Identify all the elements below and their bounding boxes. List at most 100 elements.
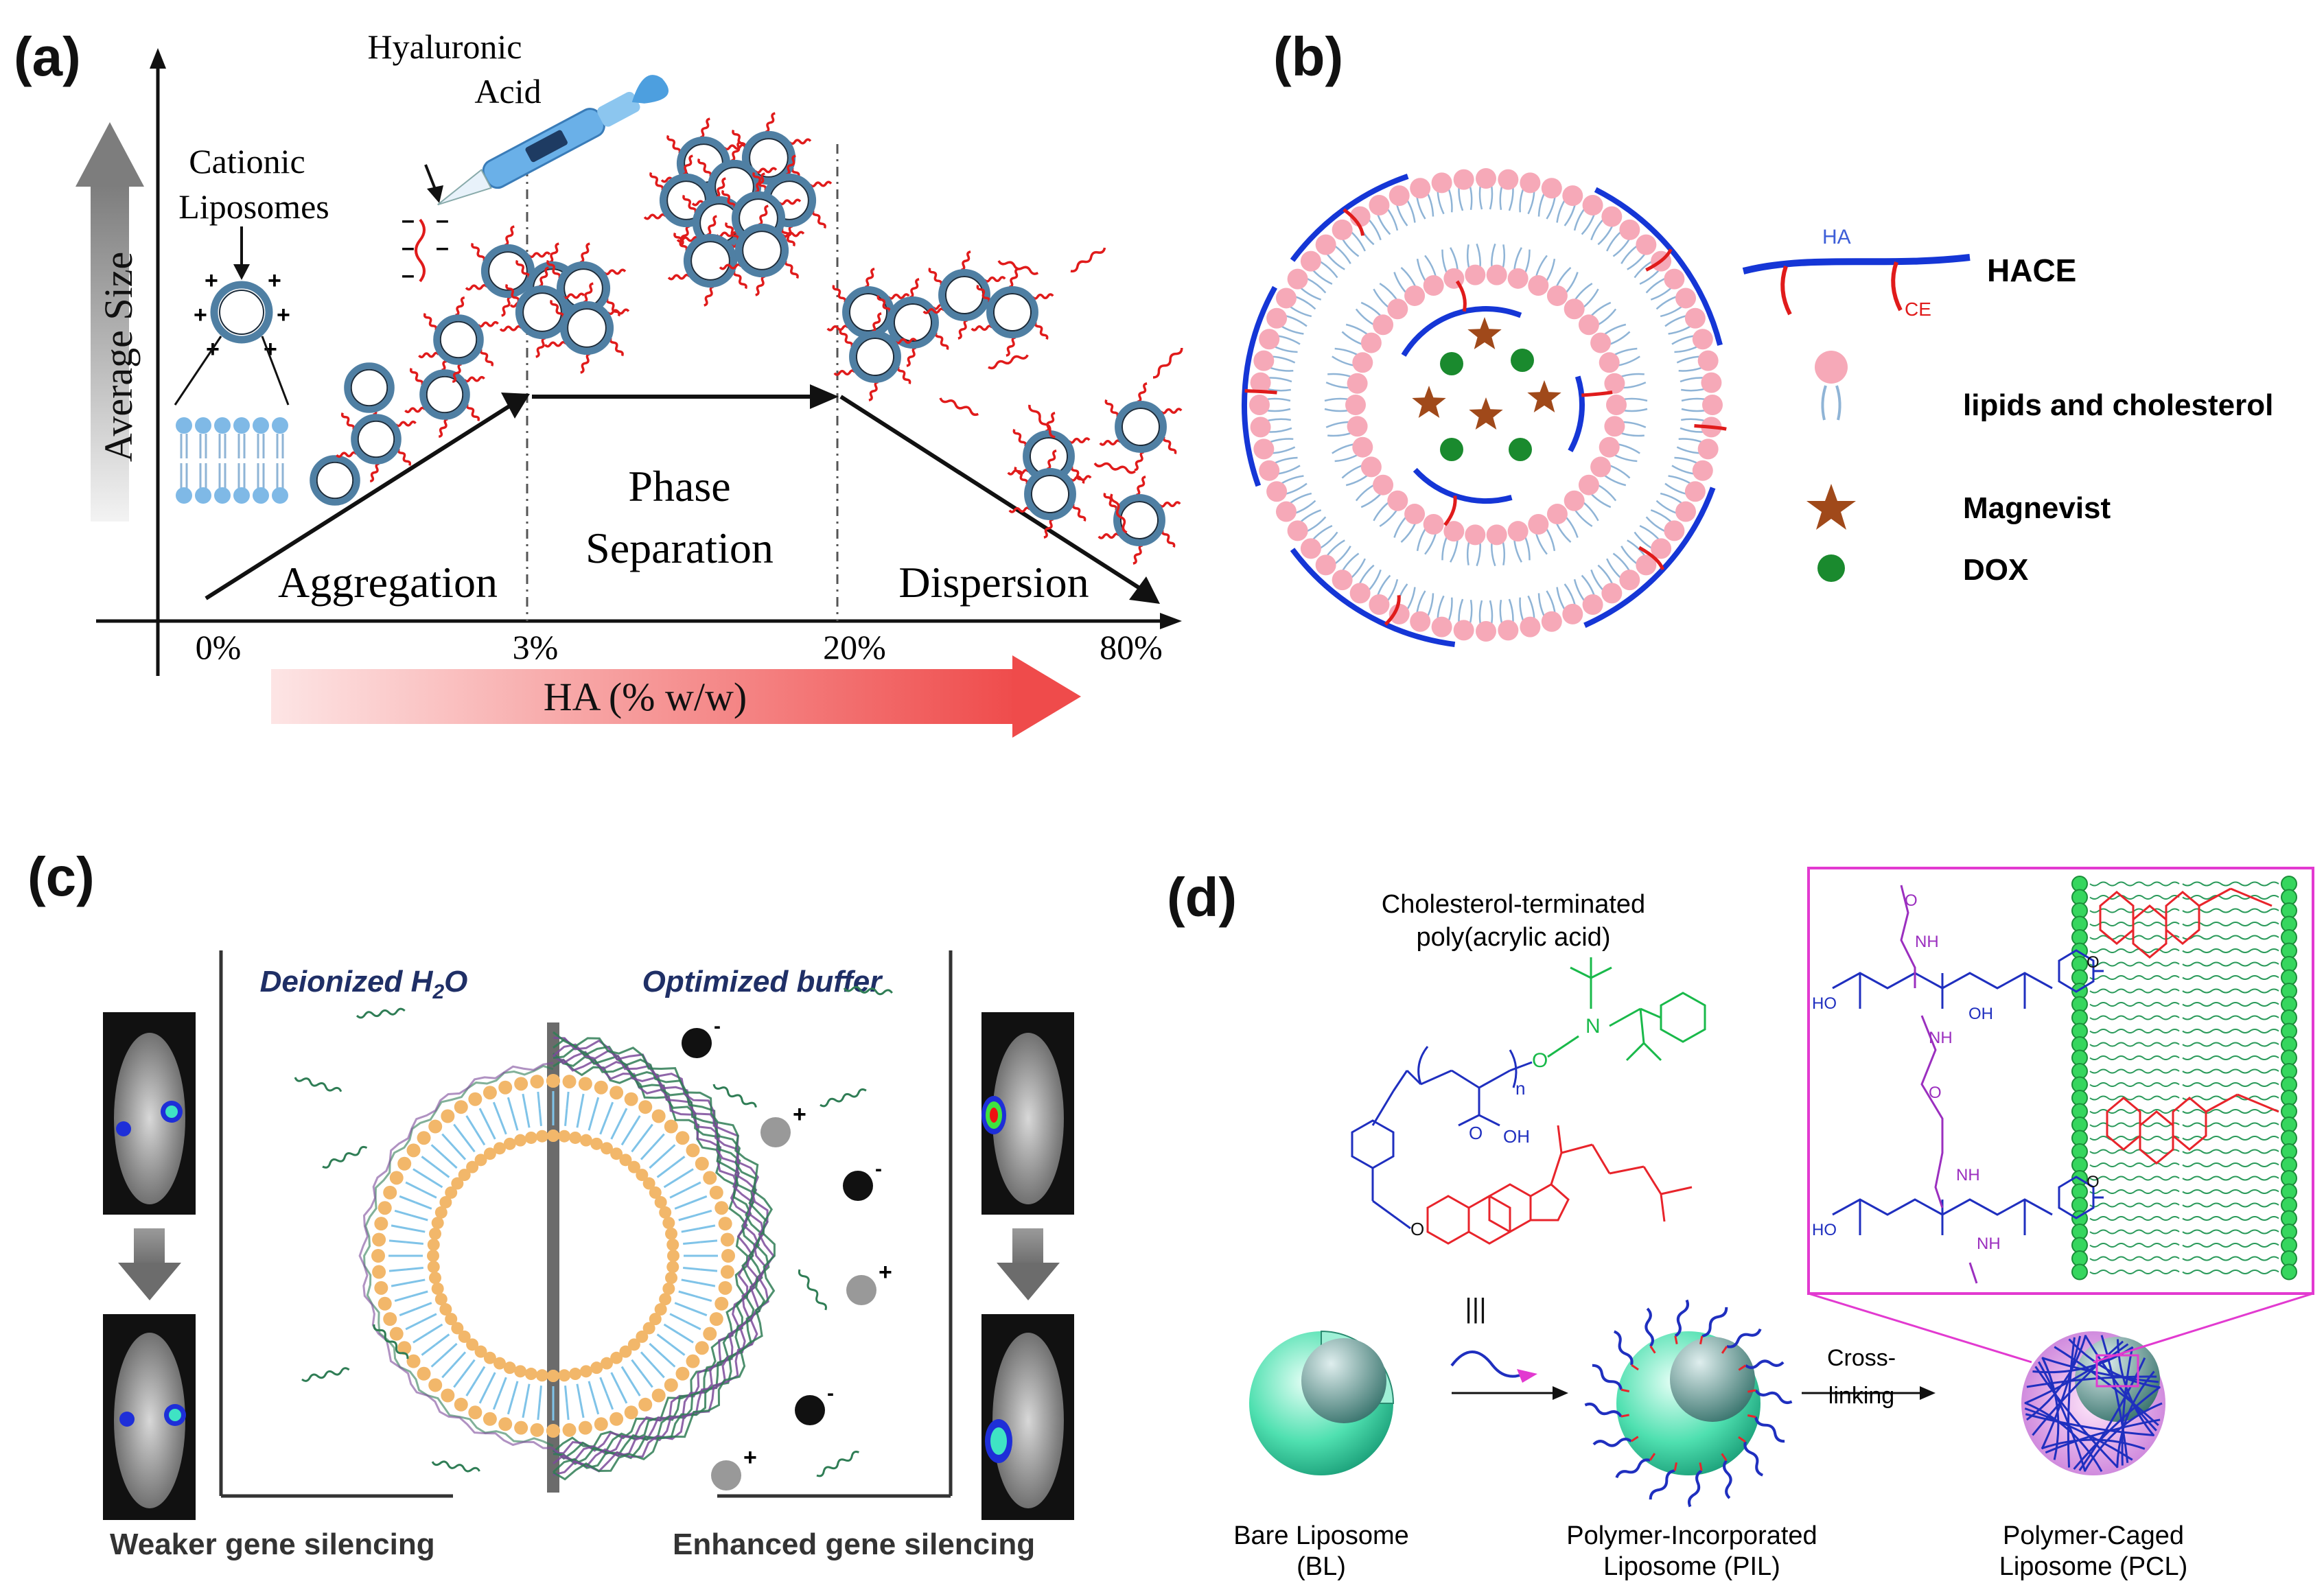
svg-text:OH: OH xyxy=(1503,1126,1530,1147)
crosslinking-1: Cross- xyxy=(1827,1345,1896,1371)
mouse-image-icon xyxy=(981,1012,1074,1215)
panel-a: (a) Average Size 0% 3% 20% 80% xyxy=(14,26,1183,738)
free-ha-chains: – – – – – xyxy=(402,207,449,288)
left-condition-title: Deionized H2O xyxy=(260,965,468,1003)
svg-text:-: - xyxy=(875,1158,882,1180)
svg-text:+: + xyxy=(194,302,207,328)
legend-ha-small: HA xyxy=(1822,226,1851,248)
svg-text:O: O xyxy=(1410,1219,1424,1239)
svg-text:N: N xyxy=(1585,1015,1601,1038)
cationic-label-2: Liposomes xyxy=(178,187,329,226)
legend-magnevist: Magnevist xyxy=(1963,491,2111,525)
panel-b-label: (b) xyxy=(1273,26,1343,87)
svg-text:+: + xyxy=(793,1101,806,1127)
svg-text:HO: HO xyxy=(1812,994,1837,1013)
legend-ce-small: CE xyxy=(1905,299,1931,320)
down-arrow-icon xyxy=(997,1228,1060,1300)
phase-dispersion: Dispersion xyxy=(898,558,1089,607)
x-axis-title: HA (% w/w) xyxy=(544,675,747,719)
ha-gradient-arrow-icon xyxy=(271,655,1081,738)
legend-dox: DOX xyxy=(1963,553,2028,587)
equivalence-mark: ||| xyxy=(1465,1294,1486,1324)
magnevist-legend-icon xyxy=(1806,484,1856,530)
lipid-legend-icon xyxy=(1815,351,1848,421)
x-tick-3: 80% xyxy=(1100,628,1163,666)
svg-text:+: + xyxy=(277,302,290,328)
x-tick-2: 20% xyxy=(823,628,886,666)
svg-text:–: – xyxy=(402,235,415,261)
panel-d: (d) Cholesterol-terminated poly(acrylic … xyxy=(1167,867,2314,1581)
svg-text:HO: HO xyxy=(1812,1221,1837,1239)
chem-title-2: poly(acrylic acid) xyxy=(1417,923,1611,952)
chemical-structure: N O n O OH O xyxy=(1351,957,1706,1245)
svg-text:O: O xyxy=(1469,1123,1483,1143)
svg-text:–: – xyxy=(402,262,415,288)
svg-text:–: – xyxy=(436,235,449,261)
phase-separation-line2: Separation xyxy=(585,524,774,572)
magnified-box: HO OH HO NH NH NH NH O O O O xyxy=(1807,867,2314,1388)
panel-d-label: (d) xyxy=(1167,867,1237,928)
polymer-caged-liposome-sphere-icon xyxy=(2021,1331,2165,1475)
cationic-liposome-icon: + + + + + + xyxy=(174,268,290,406)
cationic-label-1: Cationic xyxy=(189,142,305,180)
ha-label-1: Hyaluronic xyxy=(368,27,522,66)
svg-text:–: – xyxy=(402,207,415,233)
svg-text:OH: OH xyxy=(1968,1005,1993,1023)
polymer-incorporated-liposome-sphere-icon xyxy=(1584,1299,1793,1508)
ions: - + - + - + xyxy=(682,1015,892,1490)
svg-text:NH: NH xyxy=(1977,1235,2001,1253)
x-tick-1: 3% xyxy=(513,628,559,666)
left-caption: Weaker gene silencing xyxy=(110,1528,435,1561)
svg-text:+: + xyxy=(264,336,277,362)
right-condition-title: Optimized buffer xyxy=(642,965,884,998)
svg-text:-: - xyxy=(827,1382,834,1405)
pcl-label-2: Liposome (PCL) xyxy=(1999,1552,2188,1581)
svg-text:NH: NH xyxy=(1956,1166,1980,1184)
chem-title-1: Cholesterol-terminated xyxy=(1382,890,1645,919)
pcl-label-1: Polymer-Caged xyxy=(2003,1521,2184,1550)
right-caption: Enhanced gene silencing xyxy=(673,1528,1035,1561)
mouse-image-icon xyxy=(103,1314,196,1520)
pil-label-1: Polymer-Incorporated xyxy=(1566,1521,1817,1550)
lipid-bilayer-icon xyxy=(176,417,288,504)
svg-text:+: + xyxy=(743,1445,757,1471)
pipette-icon xyxy=(437,75,669,206)
panel-c: (c) xyxy=(27,846,1074,1561)
liposome-field xyxy=(310,112,1183,565)
bl-label-2: (BL) xyxy=(1297,1552,1346,1581)
size-trend-lines xyxy=(205,384,1160,604)
legend-lipids: lipids and cholesterol xyxy=(1963,388,2273,422)
hace-legend-icon xyxy=(1742,254,1971,316)
panel-b: (b) HA CE HACE lipids and cholesterol Ma… xyxy=(1242,26,2273,648)
bilayer-half-liposomes xyxy=(294,985,893,1481)
x-tick-0: 0% xyxy=(196,628,242,666)
dox-legend-icon xyxy=(1817,554,1845,582)
svg-text:NH: NH xyxy=(1929,1029,1953,1047)
mouse-image-icon xyxy=(103,1012,196,1215)
svg-text:O: O xyxy=(2087,953,2100,972)
panel-a-label: (a) xyxy=(14,26,81,87)
svg-text:NH: NH xyxy=(1915,933,1939,951)
y-axis-title: Average Size xyxy=(96,252,141,462)
svg-text:+: + xyxy=(205,268,218,294)
size-up-arrow-icon xyxy=(75,122,144,522)
svg-text:O: O xyxy=(1929,1084,1942,1102)
svg-text:–: – xyxy=(436,207,449,233)
phase-aggregation: Aggregation xyxy=(278,558,498,607)
svg-text:n: n xyxy=(1515,1078,1525,1099)
svg-text:O: O xyxy=(1532,1049,1548,1072)
ha-label-2: Acid xyxy=(474,72,541,110)
pil-label-2: Liposome (PIL) xyxy=(1603,1552,1780,1581)
hace-liposome-diagram xyxy=(1242,168,1727,648)
svg-text:+: + xyxy=(879,1259,892,1285)
crosslinking-2: linking xyxy=(1828,1383,1894,1409)
phase-separation-line1: Phase xyxy=(628,462,730,511)
down-arrow-icon xyxy=(118,1228,181,1300)
svg-text:+: + xyxy=(268,268,281,294)
legend-hace: HACE xyxy=(1987,253,2076,288)
svg-text:O: O xyxy=(1905,891,1918,910)
svg-text:O: O xyxy=(2087,1173,2100,1191)
bl-label-1: Bare Liposome xyxy=(1233,1521,1409,1550)
mouse-image-icon xyxy=(981,1314,1074,1520)
